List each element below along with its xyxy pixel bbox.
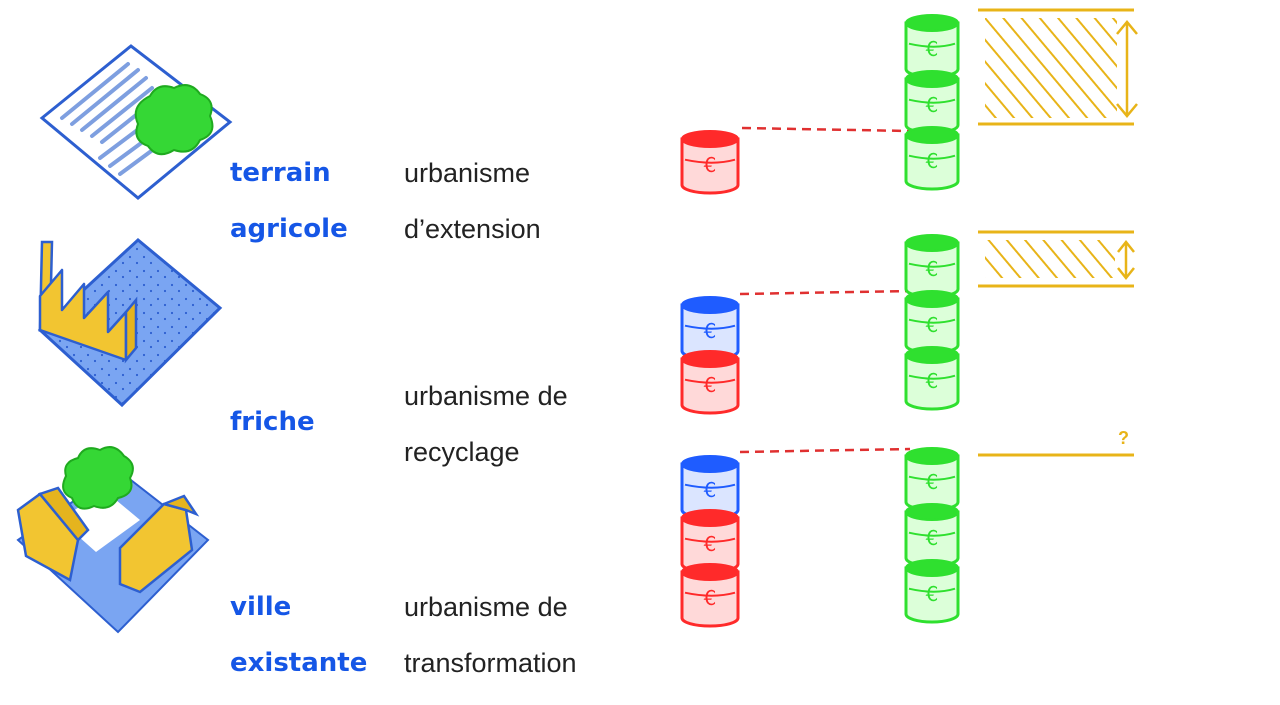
euro-symbol: €: [926, 526, 939, 550]
question-mark: ?: [1118, 428, 1129, 448]
euro-symbol: €: [926, 582, 939, 606]
urbanism-label-line: recyclage: [404, 437, 520, 467]
urbanism-label-extension: urbanisme d’extension: [404, 131, 541, 271]
value-coin-green: €: [904, 234, 960, 299]
value-coin-green: €: [904, 14, 960, 79]
urbanism-label-line: urbanisme de: [404, 381, 568, 411]
euro-symbol: €: [926, 369, 939, 393]
value-coin-green: €: [904, 126, 960, 191]
gap-marker-large: [978, 8, 1138, 126]
euro-symbol: €: [926, 470, 939, 494]
land-label-ville: ville existante: [230, 565, 367, 705]
cost-coin-red: €: [680, 563, 740, 628]
land-label-line: friche: [230, 407, 315, 437]
cost-coin-blue: €: [680, 455, 740, 520]
euro-symbol: €: [926, 257, 939, 281]
euro-symbol: €: [704, 478, 717, 502]
urbanism-label-line: d’extension: [404, 214, 541, 244]
land-label-line: ville: [230, 592, 292, 622]
euro-symbol: €: [926, 313, 939, 337]
gap-marker-small: [978, 230, 1135, 288]
cost-coin-red: €: [680, 350, 740, 415]
urbanism-label-transformation: urbanisme de transformation: [404, 565, 577, 705]
cost-coin-red: €: [680, 509, 740, 574]
dashed-connector: [739, 289, 911, 296]
urbanism-label-line: urbanisme: [404, 158, 531, 188]
value-coin-green: €: [904, 346, 960, 411]
euro-symbol: €: [926, 37, 939, 61]
value-coin-green: €: [904, 70, 960, 135]
euro-symbol: €: [704, 373, 717, 397]
factory-icon: [37, 238, 223, 408]
value-coin-green: €: [904, 447, 960, 512]
cost-coin-red: €: [680, 130, 740, 195]
value-coin-green: €: [904, 290, 960, 355]
field-with-tree-icon: [39, 44, 233, 200]
urbanism-label-line: urbanisme de: [404, 592, 568, 622]
euro-symbol: €: [704, 532, 717, 556]
land-label-line: existante: [230, 648, 368, 678]
euro-symbol: €: [704, 586, 717, 610]
urbanism-label-line: transformation: [404, 648, 577, 678]
euro-symbol: €: [926, 149, 939, 173]
land-label-line: terrain: [230, 158, 331, 188]
value-coin-green: €: [904, 559, 960, 624]
land-label-friche: friche: [230, 380, 315, 464]
coin-stacks: € € € € € € € € € € € € € € €: [680, 14, 960, 628]
diagram-canvas: € € € € € € € € € € € € € € € ?: [16, 8, 1138, 634]
houses-with-tree-icon: [16, 446, 210, 634]
land-label-agricole: terrain agricole: [230, 131, 348, 271]
urbanism-label-recyclage: urbanisme de recyclage: [404, 354, 568, 494]
euro-symbol: €: [926, 93, 939, 117]
dashed-connector: [741, 126, 911, 133]
cost-coin-blue: €: [680, 296, 740, 361]
euro-symbol: €: [704, 319, 717, 343]
dashed-connector: [739, 447, 911, 454]
value-coin-green: €: [904, 503, 960, 568]
euro-symbol: €: [704, 153, 717, 177]
land-label-line: agricole: [230, 214, 348, 244]
